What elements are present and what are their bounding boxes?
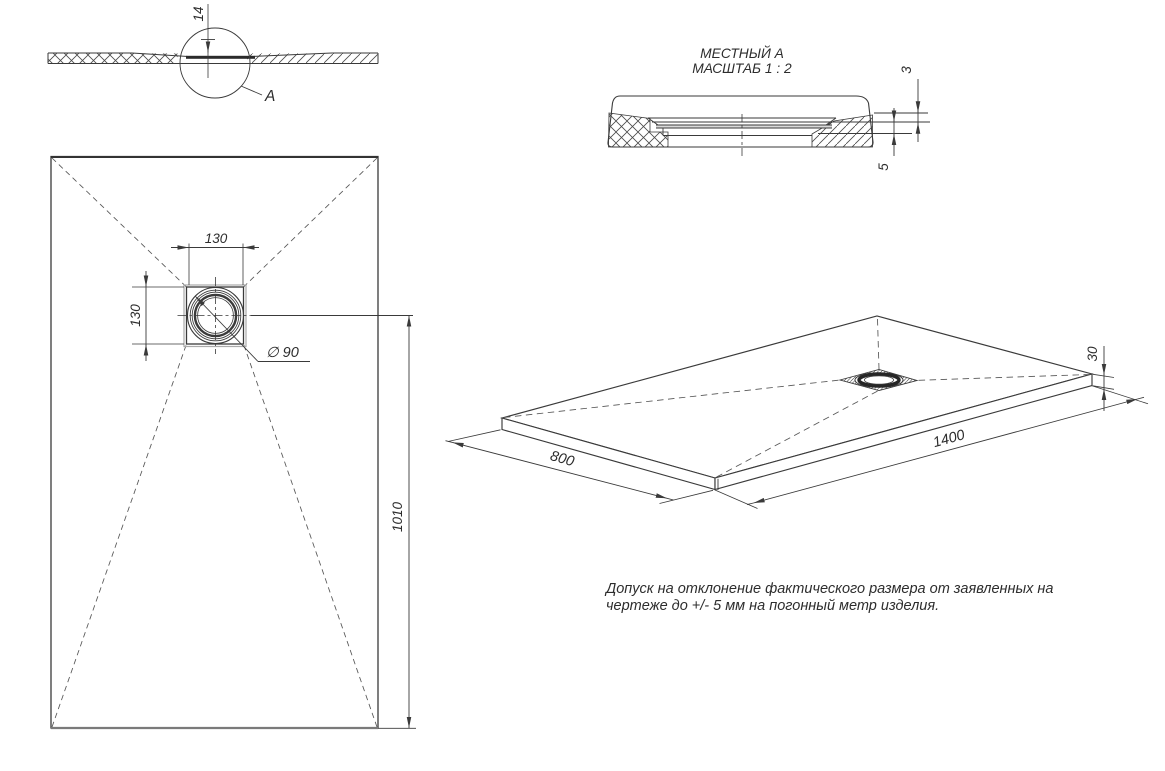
iso-dim-800: 800 <box>548 448 576 470</box>
section-hatching <box>48 53 378 63</box>
tolerance-note-line2: чертеже до +/- 5 мм на погонный метр изд… <box>606 598 940 615</box>
plan-dim-130-left-lines <box>132 271 184 361</box>
detail-callout-leader <box>240 85 263 96</box>
iso-dim-1400-lines <box>714 385 1149 509</box>
detail-callout-label: A <box>264 88 275 105</box>
detail-scale: МАСШТАБ 1 : 2 <box>692 61 792 76</box>
detail-dim-5: 5 <box>876 163 891 171</box>
isometric-view: 800 1400 30 <box>445 315 1149 509</box>
plan-view: 130 130 ∅ 90 1010 <box>50 155 416 730</box>
iso-dim-800-lines <box>445 429 714 504</box>
detail-hatch-left <box>608 112 669 148</box>
tolerance-note: Допуск на отклонение фактического размер… <box>606 581 1092 615</box>
plan-dim-130-top-lines <box>171 243 259 285</box>
plan-dim-diameter: ∅ 90 <box>266 345 299 361</box>
section-outline <box>47 52 379 64</box>
tolerance-note-line1: Допуск на отклонение фактического размер… <box>606 581 1054 597</box>
detail-title: МЕСТНЫЙ А <box>700 44 784 61</box>
plan-dim-130-left: 130 <box>128 304 143 327</box>
section-dim-14-lines <box>201 39 215 53</box>
detail-hatch-right <box>811 114 873 148</box>
iso-dim-30: 30 <box>1085 346 1100 362</box>
iso-body <box>499 315 1095 491</box>
iso-drain <box>838 369 919 391</box>
plan-dim-1010: 1010 <box>390 501 405 532</box>
iso-dim-1400: 1400 <box>931 427 966 451</box>
detail-drain-lines <box>647 112 930 157</box>
plan-dim-1010-lines <box>378 315 416 729</box>
iso-dim-30-lines <box>1092 346 1115 411</box>
plan-diameter-leader <box>195 296 310 362</box>
section-dim-14: 14 <box>191 6 206 21</box>
plan-dim-130-top: 130 <box>205 231 228 246</box>
plan-slope-lines <box>51 157 378 728</box>
detail-view: МЕСТНЫЙ А МАСШТАБ 1 : 2 3 5 <box>607 44 930 171</box>
section-drain-bar <box>186 55 255 59</box>
section-view: 14 A <box>47 4 379 105</box>
detail-callout-circle <box>179 27 251 99</box>
detail-dim-3: 3 <box>899 66 914 74</box>
